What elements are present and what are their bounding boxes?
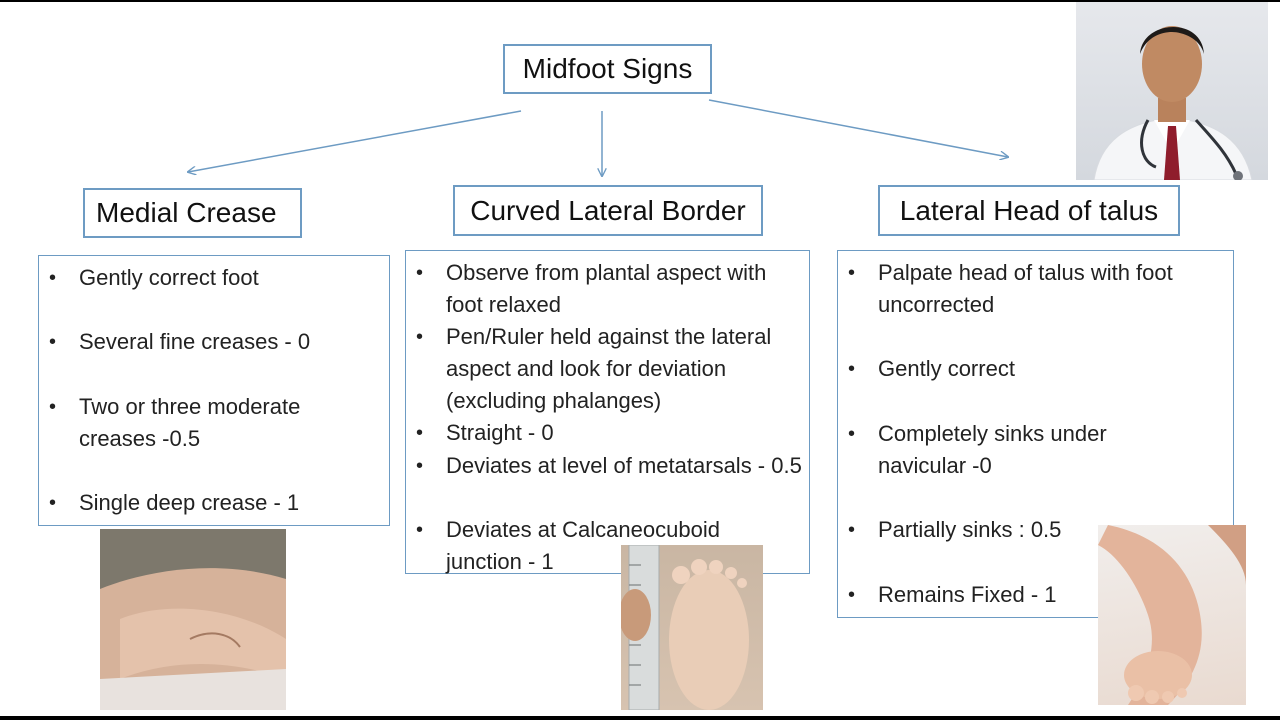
heading-lateral-head-of-talus: Lateral Head of talus [878,185,1180,236]
photo-curved-lateral-border-foot [621,545,763,710]
list-medial-crease: Gently correct foot Several fine creases… [38,255,390,526]
list-item: Deviates at level of metatarsals - 0.5 [416,450,806,482]
heading-curved-lateral-border: Curved Lateral Border [453,185,763,236]
arrow-to-medial-crease [188,110,522,172]
slide-frame-top [0,0,1280,2]
arrow-to-lateral-head-of-talus [708,99,1008,157]
list-item: Two or three moderate creases -0.5 [49,391,374,455]
photo-lateral-head-of-talus-foot [1098,525,1246,705]
list-item: Pen/Ruler held against the lateral aspec… [416,321,801,417]
list-item: Palpate head of talus with foot uncorrec… [848,257,1223,321]
list-item: Straight - 0 [416,417,801,449]
list-item: Several fine creases - 0 [49,326,379,358]
list-item: Deviates at Calcaneocuboid junction - 1 [416,514,766,578]
root-node-title: Midfoot Signs [503,44,712,94]
list-item: Gently correct [848,353,1223,385]
presenter-photo [1076,2,1268,180]
list-item: Gently correct foot [49,262,379,294]
list-curved-lateral-border: Observe from plantal aspect with foot re… [405,250,810,574]
heading-medial-crease: Medial Crease [83,188,302,238]
photo-medial-crease-foot [100,529,286,710]
list-item: Observe from plantal aspect with foot re… [416,257,801,321]
list-item: Remains Fixed - 1 [848,579,1178,611]
list-item: Single deep crease - 1 [49,487,379,519]
list-item: Completely sinks under navicular -0 [848,418,1168,482]
list-item: Partially sinks : 0.5 [848,514,1178,546]
slide-frame-bottom [0,716,1280,720]
